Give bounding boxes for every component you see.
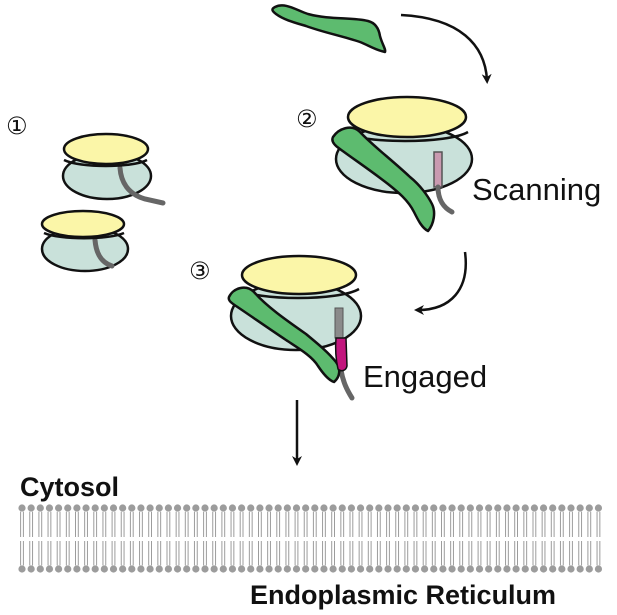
srp-icon [331,126,436,233]
signal-sequence-engaged [334,337,348,372]
step-2-label: ② [296,105,318,133]
arrow-icon [414,251,468,315]
step-3-label: ③ [189,257,211,285]
signal-sequence-scanning [433,151,443,188]
srp-icon [227,286,341,384]
er-label: Endoplasmic Reticulum [250,580,556,610]
cytosol-label: Cytosol [20,472,119,502]
free-srp-icon [271,4,387,54]
engaged-complex [227,254,363,401]
scanning-label: Scanning [472,172,601,207]
lipid-bilayer-icon [18,504,603,573]
ribosome-icon [61,132,166,206]
scanning-complex [331,95,474,233]
arrow-icon [400,13,492,84]
step-1-label: ① [6,112,28,140]
ribosome-icon [40,209,130,273]
engaged-label: Engaged [363,359,487,394]
